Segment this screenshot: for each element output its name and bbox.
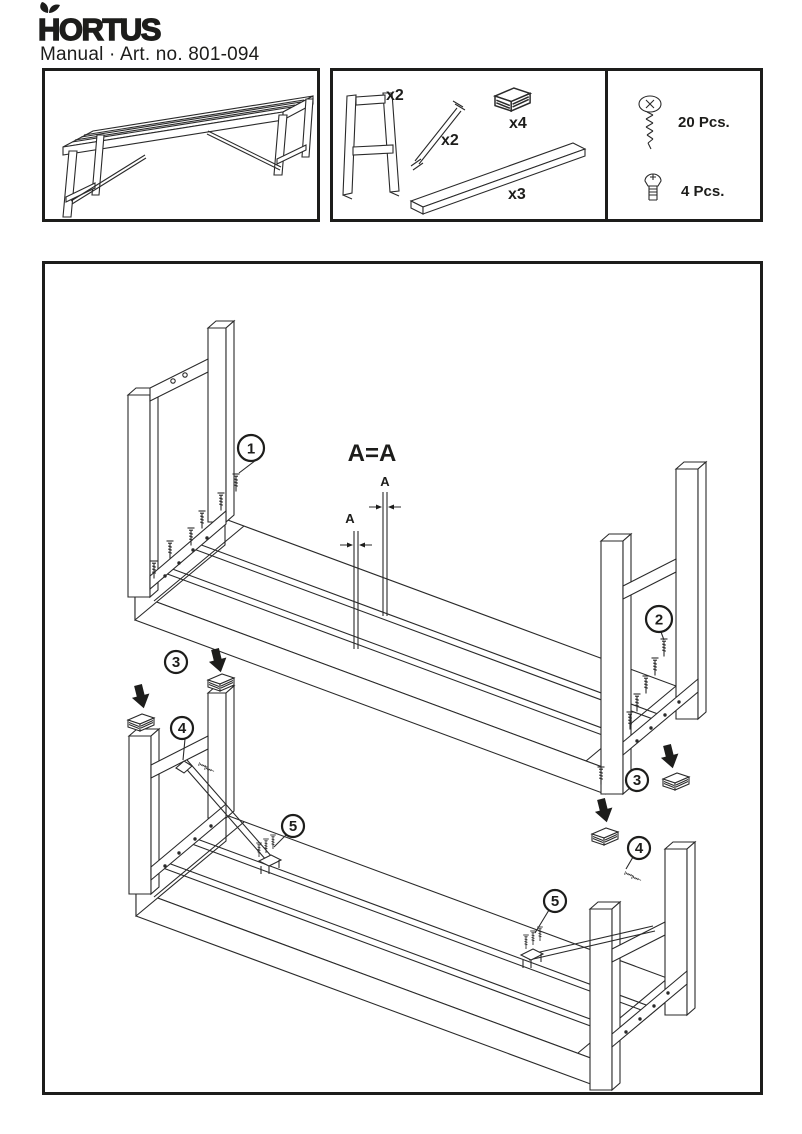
down-arrow-icon [658, 742, 682, 771]
plate-holes [163, 824, 213, 868]
right-brace [519, 870, 656, 968]
brace-qty-label: x2 [441, 132, 459, 149]
callout-4-left: 4 [169, 715, 195, 761]
brand-logo: HORTUS [36, 2, 256, 44]
hardware-panel: 20 Pcs. 4 Pcs. [605, 71, 763, 219]
manual-subtitle: Manual · Art. no. 801-094 [40, 44, 260, 65]
long-screw-icon [638, 95, 662, 150]
callout-2: 2 [644, 604, 674, 641]
dim-a-label: A [345, 511, 355, 526]
plate-holes [635, 700, 681, 743]
leg-frame-qty-label: x2 [386, 87, 404, 104]
short-screw-icon [644, 173, 662, 201]
down-arrow-icon [592, 796, 616, 825]
finished-bench-illustration [62, 95, 314, 218]
left-leg-frame-top [126, 319, 236, 599]
leg-frame-part [342, 92, 400, 200]
down-arrow-icon [129, 682, 153, 711]
svg-text:5: 5 [551, 893, 559, 910]
parts-panel: x2 x2 x4 [333, 71, 605, 219]
seat-assembly-top [133, 517, 697, 795]
assembly-diagram: 1 [126, 319, 708, 1092]
left-leg-frame-bottom [127, 684, 236, 896]
callout-5-left: 5 [273, 813, 306, 848]
cap-part [492, 87, 533, 113]
plate-holes [624, 991, 670, 1034]
dimension-note: A=A [348, 440, 397, 467]
step-3-4-5-diagram: 3 4 [127, 646, 697, 1092]
parts-and-hardware-box: x2 x2 x4 [330, 68, 763, 222]
plank-qty-label: x3 [508, 186, 526, 203]
dim-arrowheads [347, 504, 394, 548]
end-cap-icon [591, 827, 619, 846]
end-cap-icon [662, 772, 690, 791]
svg-text:4: 4 [635, 840, 644, 857]
assembly-diagram-box: 1 [42, 261, 763, 1095]
spacing-detail: A=A A A [340, 440, 401, 649]
sprout-leaf-icon [40, 2, 60, 13]
callout-3-right: 3 [624, 767, 650, 793]
right-leg-frame-top [599, 460, 708, 796]
brand-name: HORTUS [38, 12, 161, 44]
svg-text:5: 5 [289, 818, 297, 835]
svg-text:3: 3 [172, 654, 180, 671]
callout-1: 1 [236, 433, 266, 474]
callout-3-left: 3 [163, 649, 189, 675]
svg-text:3: 3 [633, 772, 641, 789]
short-screw-qty-label: 4 Pcs. [681, 183, 724, 200]
callout-5-right: 5 [534, 888, 568, 934]
plank-part [409, 142, 587, 215]
finished-product-box [42, 68, 320, 222]
dim-a-label: A [380, 474, 390, 489]
right-leg-frame-bottom [588, 840, 697, 1092]
svg-text:4: 4 [178, 720, 187, 737]
left-brace [175, 759, 283, 874]
svg-text:2: 2 [655, 612, 663, 629]
parts-illustration: x2 x2 x4 [342, 87, 587, 215]
brace-part [410, 100, 466, 171]
step-1-2-diagram: 1 [126, 319, 708, 796]
hardware-illustration: 20 Pcs. 4 Pcs. [638, 95, 730, 201]
callout-4-right: 4 [625, 835, 652, 870]
long-screw-qty-label: 20 Pcs. [678, 114, 730, 131]
cap-qty-label: x4 [509, 115, 527, 132]
svg-text:1: 1 [247, 441, 255, 458]
plate-holes [163, 536, 209, 578]
